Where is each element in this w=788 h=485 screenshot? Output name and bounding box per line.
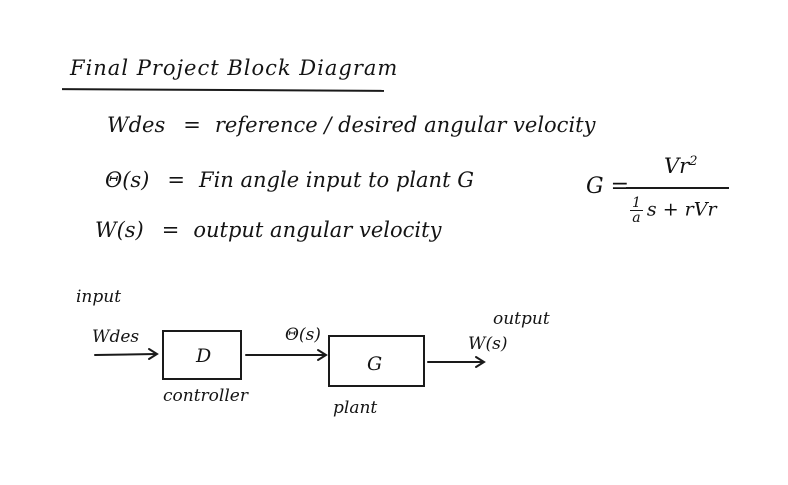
equals-sign: = [161, 218, 180, 242]
plant-caption: plant [333, 398, 378, 418]
input-arrow-line [94, 353, 157, 356]
equals-sign: = [183, 113, 201, 137]
formula-lhs: G = [586, 174, 630, 199]
controller-block-label: D [196, 345, 212, 367]
definition-meaning: reference / desired angular velocity [214, 113, 596, 137]
equals-sign: = [167, 168, 185, 192]
transfer-function-formula: G = Vr2 1 a s + rVr [586, 152, 736, 242]
denominator-rest: s + rVr [646, 198, 717, 221]
output-label: output [493, 309, 550, 329]
definition-symbol: Wdes [107, 113, 166, 137]
numerator-base: Vr [664, 154, 690, 178]
output-arrow-head [475, 356, 486, 368]
intermediate-arrow-head [317, 349, 328, 361]
denominator-small-fraction: 1 a [630, 196, 643, 225]
definition-symbol: W(s) [95, 218, 144, 242]
definition-ws: W(s) = output angular velocity [95, 218, 441, 242]
controller-caption: controller [163, 386, 248, 406]
controller-block-box [162, 330, 242, 380]
numerator-exponent: 2 [689, 154, 698, 169]
intermediate-signal-label: Θ(s) [285, 325, 321, 345]
small-fraction-bottom: a [632, 210, 641, 226]
definition-meaning: output angular velocity [193, 218, 442, 242]
fraction-bar [626, 187, 729, 189]
definition-symbol: Θ(s) [105, 168, 150, 192]
formula-denominator: 1 a s + rVr [630, 196, 717, 225]
input-signal-label: Wdes [92, 327, 140, 347]
plant-block-label: G [367, 353, 383, 375]
definition-theta: Θ(s) = Fin angle input to plant G [105, 168, 474, 192]
definition-meaning: Fin angle input to plant G [199, 168, 474, 192]
input-arrow-head [148, 348, 159, 360]
small-fraction-top: 1 [630, 195, 643, 211]
plant-block-box [328, 335, 425, 387]
definition-wdes: Wdes = reference / desired angular velocit… [107, 113, 595, 137]
formula-numerator: Vr2 [664, 154, 698, 178]
page-title: Final Project Block Diagram [70, 56, 399, 80]
output-signal-label: W(s) [468, 334, 508, 354]
input-label: input [76, 287, 122, 307]
